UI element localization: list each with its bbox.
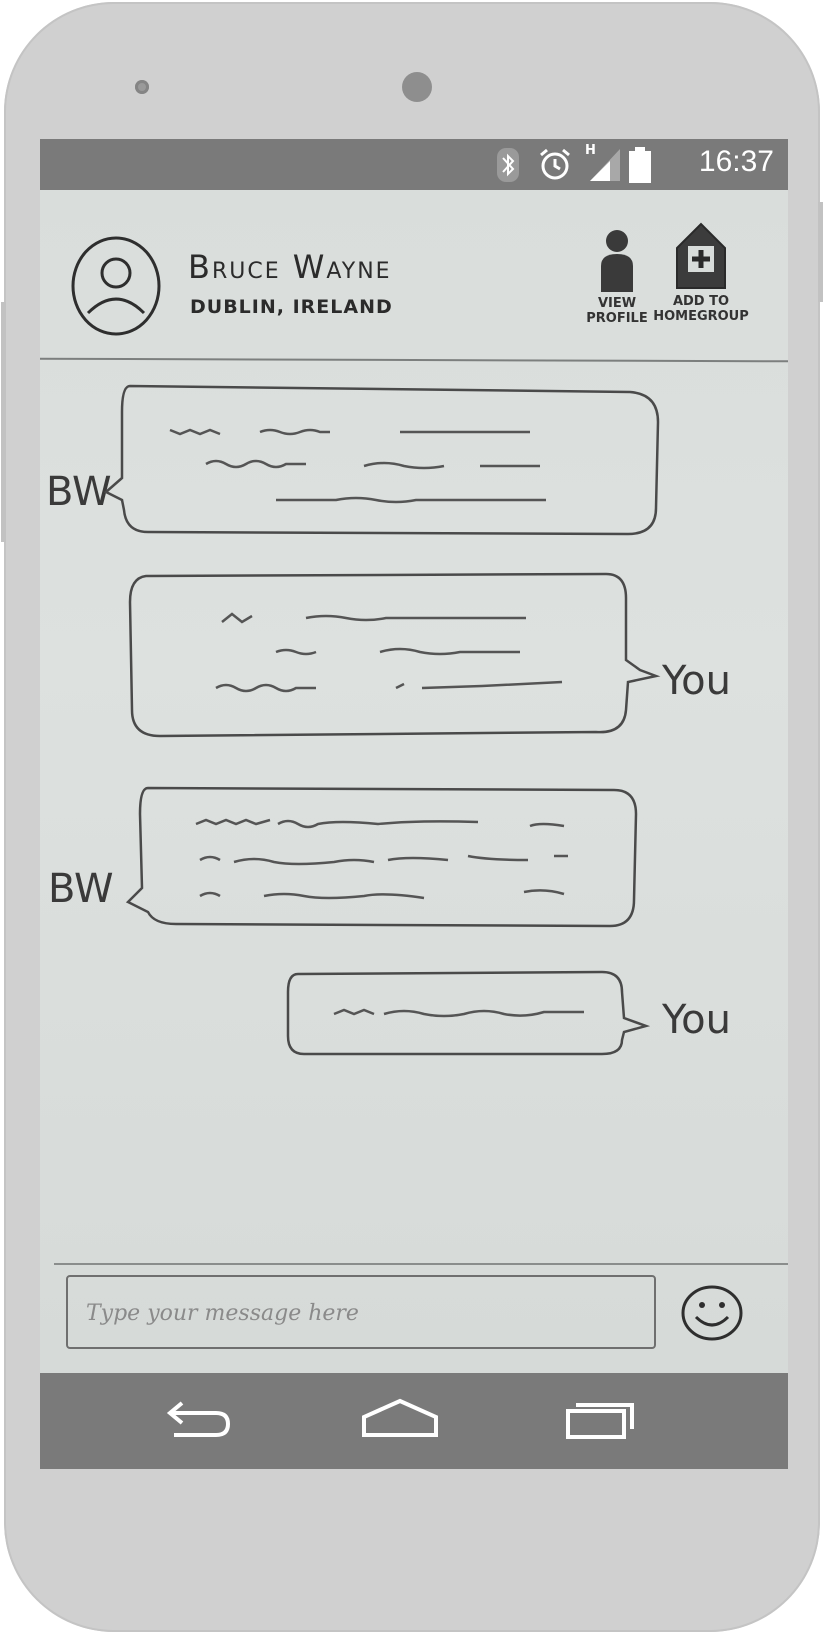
- signal-icon: [590, 149, 620, 181]
- view-profile-button[interactable]: VIEW PROFILE: [585, 228, 649, 326]
- message-bubble-outgoing: [286, 970, 651, 1056]
- message-bubble-outgoing: [128, 572, 661, 738]
- composer-divider: [54, 1263, 788, 1265]
- volume-button: [1, 302, 6, 542]
- chat-screen-sketch: Bruce Wayne DUBLIN, IRELAND VIEW PROFILE…: [40, 190, 788, 1373]
- message-bubble-incoming: [125, 786, 638, 928]
- add-to-homegroup-label: ADD TO HOMEGROUP: [653, 294, 749, 324]
- status-bar: H 16:37: [40, 139, 788, 190]
- home-icon[interactable]: [360, 1397, 440, 1441]
- message-sender-label: BW: [48, 866, 114, 912]
- sensor-dot: [135, 80, 149, 94]
- status-time: 16:37: [698, 145, 774, 178]
- homegroup-add-icon: [676, 222, 726, 289]
- front-camera: [402, 72, 432, 102]
- screen: H 16:37 Bruce Wayne DUBLIN, IRELAND VIEW…: [40, 139, 788, 1469]
- message-sender-label: You: [662, 658, 731, 704]
- alarm-icon: [540, 148, 570, 180]
- message-sender-label: You: [662, 997, 731, 1043]
- message-bubble-incoming: [103, 384, 660, 536]
- message-input[interactable]: Type your message here: [66, 1275, 656, 1349]
- user-avatar-icon[interactable]: [70, 235, 162, 337]
- message-sender-label: BW: [46, 469, 112, 515]
- header-divider: [40, 357, 788, 363]
- contact-location: DUBLIN, IRELAND: [190, 296, 393, 318]
- recents-icon[interactable]: [564, 1397, 636, 1441]
- contact-name: Bruce Wayne: [188, 248, 392, 286]
- smiley-icon[interactable]: [680, 1283, 744, 1343]
- back-icon[interactable]: [164, 1397, 234, 1441]
- add-to-homegroup-button[interactable]: ADD TO HOMEGROUP: [652, 220, 750, 324]
- battery-icon: [629, 147, 651, 183]
- view-profile-label: VIEW PROFILE: [586, 296, 648, 326]
- power-button: [818, 202, 823, 302]
- person-icon: [601, 230, 633, 292]
- bluetooth-icon: [497, 148, 519, 182]
- network-type-label: H: [585, 143, 596, 158]
- navigation-bar: [40, 1373, 788, 1469]
